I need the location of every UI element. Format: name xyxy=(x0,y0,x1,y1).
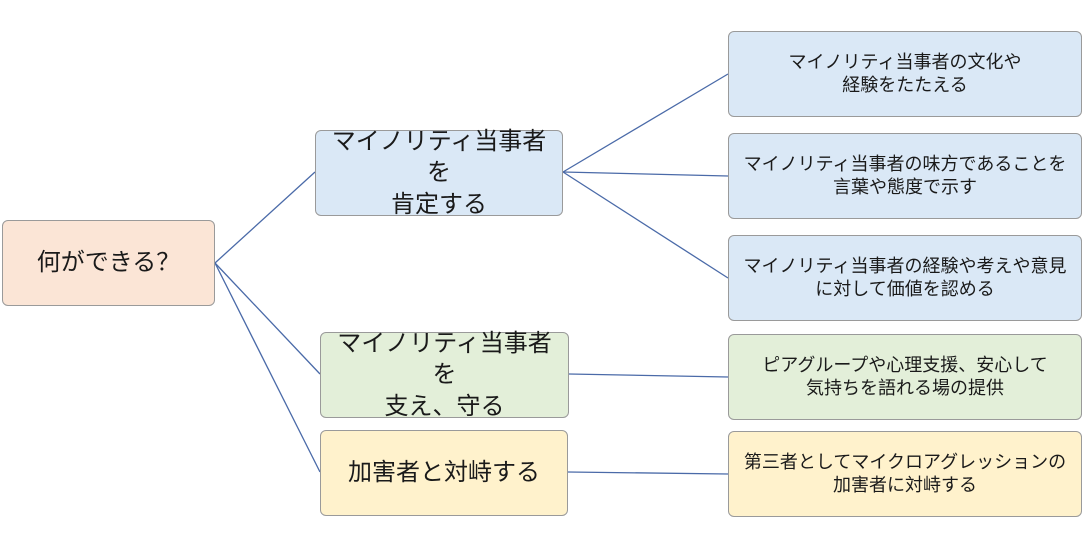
leaf-node-celebrate: マイノリティ当事者の文化や 経験をたたえる xyxy=(728,31,1082,117)
branch-node-label: マイノリティ当事者を 肯定する xyxy=(331,127,547,218)
leaf-node-label: マイノリティ当事者の味方であることを 言葉や態度で示す xyxy=(743,153,1067,198)
connector-branch-1-leaf-3 xyxy=(562,171,729,279)
leaf-node-bystander: 第三者としてマイクロアグレッションの 加害者に対峙する xyxy=(728,431,1082,517)
connector-root-branch-3 xyxy=(214,262,321,473)
branch-node-label: 加害者と対峙する xyxy=(348,458,540,487)
leaf-node-label: マイノリティ当事者の文化や 経験をたたえる xyxy=(788,51,1022,96)
leaf-node-label: ピアグループや心理支援、安心して 気持ちを語れる場の提供 xyxy=(762,354,1048,399)
leaf-node-ally: マイノリティ当事者の味方であることを 言葉や態度で示す xyxy=(728,133,1082,219)
branch-node-label: マイノリティ当事者を 支え、守る xyxy=(337,329,552,420)
branch-node-confront: 加害者と対峙する xyxy=(320,430,568,516)
branch-node-support: マイノリティ当事者を 支え、守る xyxy=(320,329,569,420)
connector-root-branch-1 xyxy=(214,171,316,264)
connector-branch-3-leaf-1 xyxy=(567,471,729,475)
connector-root-branch-2 xyxy=(214,262,321,375)
leaf-node-label: マイノリティ当事者の経験や考えや意見 に対して価値を認める xyxy=(743,255,1067,300)
connector-branch-1-leaf-2 xyxy=(562,171,729,177)
root-node: 何ができる？ xyxy=(2,220,215,306)
leaf-node-peer-support: ピアグループや心理支援、安心して 気持ちを語れる場の提供 xyxy=(728,334,1082,420)
root-node-label: 何ができる？ xyxy=(36,248,181,277)
leaf-node-label: 第三者としてマイクロアグレッションの 加害者に対峙する xyxy=(743,451,1067,496)
leaf-node-value: マイノリティ当事者の経験や考えや意見 に対して価値を認める xyxy=(728,235,1082,321)
branch-node-affirm: マイノリティ当事者を 肯定する xyxy=(315,127,563,218)
connector-branch-1-leaf-1 xyxy=(562,73,729,173)
connector-branch-2-leaf-1 xyxy=(568,373,729,378)
